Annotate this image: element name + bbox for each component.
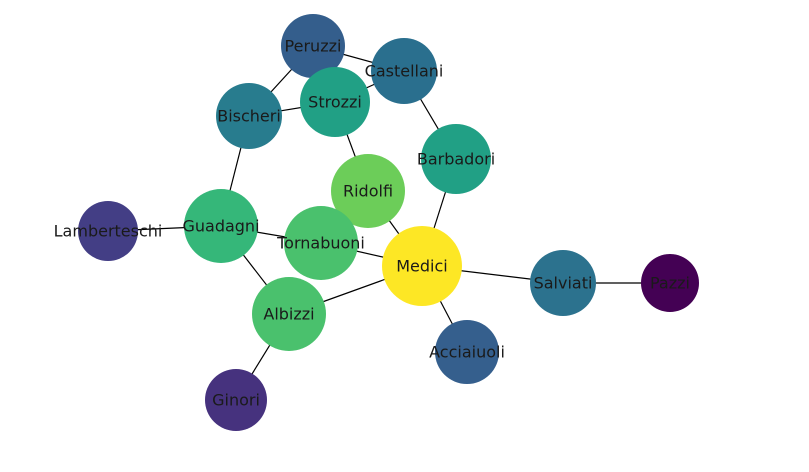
node-ridolfi	[331, 154, 405, 228]
node-barbadori	[421, 124, 491, 194]
node-circle-castellani	[371, 38, 437, 104]
node-guadagni	[184, 189, 258, 263]
node-label-pazzi: Pazzi	[650, 274, 690, 293]
node-salviati	[530, 250, 596, 316]
node-circle-pazzi	[641, 254, 699, 312]
node-circle-ridolfi	[331, 154, 405, 228]
node-lamberteschi	[78, 201, 138, 261]
node-label-castellani: Castellani	[365, 62, 444, 81]
labels-layer: PeruzziCastellaniStrozziBischeriBarbador…	[54, 37, 690, 410]
node-circle-barbadori	[421, 124, 491, 194]
node-castellani	[371, 38, 437, 104]
node-tornabuoni	[284, 206, 358, 280]
node-label-guadagni: Guadagni	[182, 217, 259, 236]
node-label-albizzi: Albizzi	[263, 305, 314, 324]
node-circle-bischeri	[216, 83, 282, 149]
node-strozzi	[300, 67, 370, 137]
node-label-ridolfi: Ridolfi	[343, 182, 393, 201]
node-label-salviati: Salviati	[534, 274, 593, 293]
node-circle-strozzi	[300, 67, 370, 137]
node-label-medici: Medici	[396, 257, 448, 276]
node-label-lamberteschi: Lamberteschi	[54, 222, 163, 241]
node-medici	[382, 226, 462, 306]
node-label-acciaiuoli: Acciaiuoli	[429, 343, 505, 362]
node-label-barbadori: Barbadori	[417, 150, 495, 169]
node-label-strozzi: Strozzi	[308, 93, 362, 112]
node-circle-lamberteschi	[78, 201, 138, 261]
node-circle-medici	[382, 226, 462, 306]
node-circle-albizzi	[252, 277, 326, 351]
node-circle-guadagni	[184, 189, 258, 263]
node-label-peruzzi: Peruzzi	[285, 37, 342, 56]
node-circle-acciaiuoli	[435, 320, 499, 384]
nodes-layer	[78, 14, 699, 431]
node-bischeri	[216, 83, 282, 149]
node-albizzi	[252, 277, 326, 351]
node-circle-tornabuoni	[284, 206, 358, 280]
node-acciaiuoli	[435, 320, 499, 384]
node-circle-ginori	[205, 369, 267, 431]
node-peruzzi	[281, 14, 345, 78]
node-label-ginori: Ginori	[212, 391, 260, 410]
node-pazzi	[641, 254, 699, 312]
node-ginori	[205, 369, 267, 431]
node-circle-peruzzi	[281, 14, 345, 78]
node-label-bischeri: Bischeri	[217, 107, 281, 126]
node-label-tornabuoni: Tornabuoni	[276, 234, 365, 253]
node-circle-salviati	[530, 250, 596, 316]
